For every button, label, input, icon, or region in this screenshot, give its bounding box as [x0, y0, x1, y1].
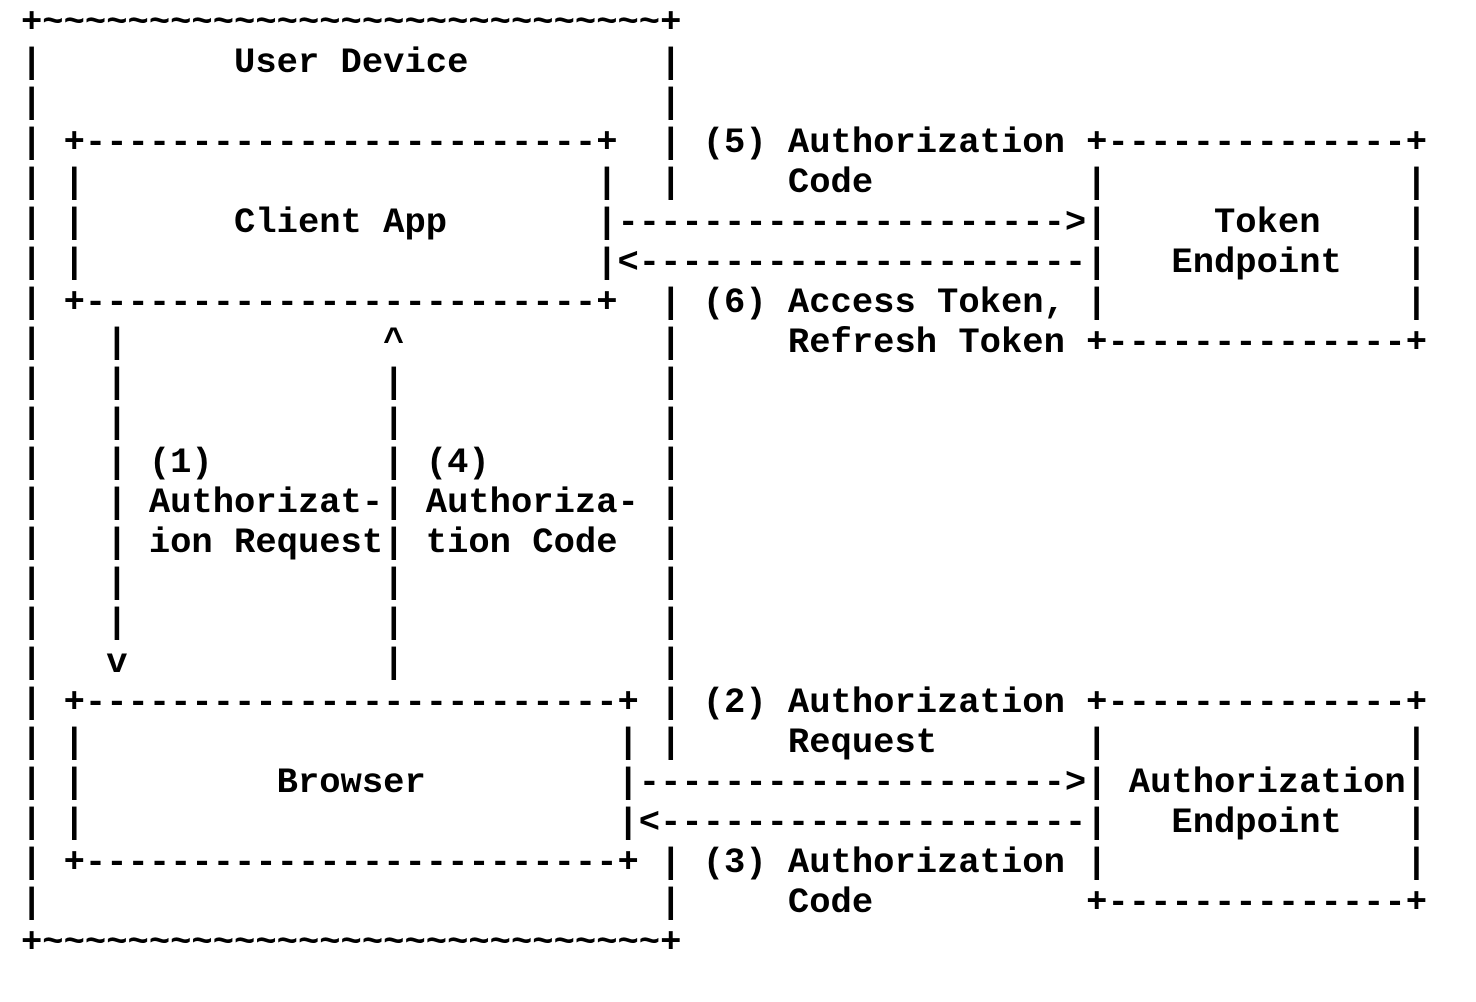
ascii-flow-diagram: +~~~~~~~~~~~~~~~~~~~~~~~~~~~~~+ | User D… [21, 2, 1428, 963]
